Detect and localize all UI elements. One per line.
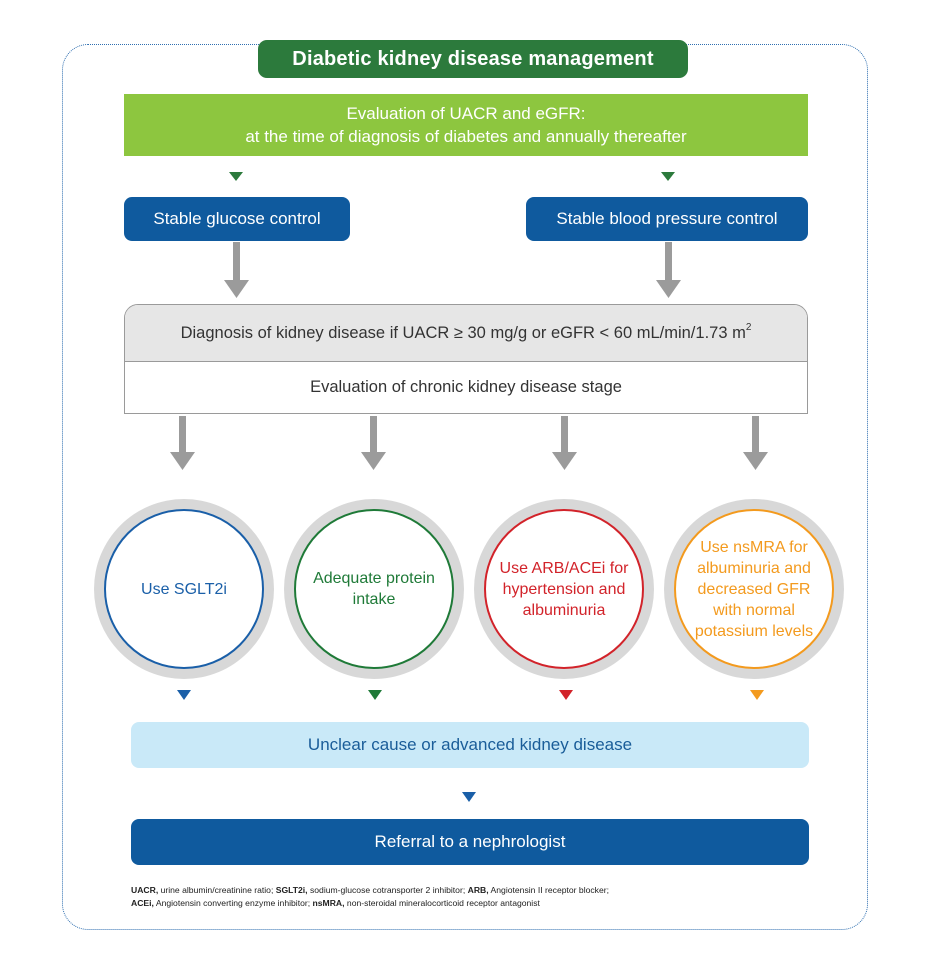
treatment-circle-sglt2i: Use SGLT2i	[94, 499, 274, 679]
footnote-def-nsmra: non-steroidal mineralocorticoid receptor…	[344, 898, 540, 908]
footnote-def-sglt2i: sodium-glucose cotransporter 2 inhibitor…	[307, 885, 468, 895]
gray-arrow-circle-4	[743, 416, 768, 470]
glucose-control-box: Stable glucose control	[124, 197, 350, 241]
gray-arrow-circle-3	[552, 416, 577, 470]
footnote-def-acei: Angiotensin converting enzyme inhibitor;	[153, 898, 313, 908]
diagram-title: Diabetic kidney disease management	[258, 40, 688, 78]
unclear-cause-box: Unclear cause or advanced kidney disease	[131, 722, 809, 768]
diagnosis-superscript: 2	[745, 321, 752, 333]
gray-arrow-left	[224, 242, 249, 298]
triangle-red-icon	[559, 690, 573, 700]
evaluation-line-1: Evaluation of UACR and eGFR:	[346, 104, 586, 123]
referral-box: Referral to a nephrologist	[131, 819, 809, 865]
diagnosis-text: Diagnosis of kidney disease if UACR ≥ 30…	[180, 323, 746, 342]
footnote-def-arb: Angiotensin II receptor blocker;	[488, 885, 610, 895]
treatment-circle-arb-acei: Use ARB/ACEi for hypertension and albumi…	[474, 499, 654, 679]
triangle-arrow-right-icon	[661, 172, 675, 181]
footnote-abbr-nsmra: nsMRA,	[312, 898, 345, 908]
gray-arrow-circle-1	[170, 416, 195, 470]
footnote: UACR, urine albumin/creatinine ratio; SG…	[131, 884, 831, 910]
evaluation-line-2: at the time of diagnosis of diabetes and…	[245, 127, 687, 146]
footnote-abbr-uacr: UACR,	[131, 885, 159, 895]
blood-pressure-control-box: Stable blood pressure control	[526, 197, 808, 241]
treatment-label-arb-acei: Use ARB/ACEi for hypertension and albumi…	[484, 509, 644, 669]
footnote-def-uacr: urine albumin/creatinine ratio;	[158, 885, 276, 895]
triangle-green-icon	[368, 690, 382, 700]
gray-arrow-circle-2	[361, 416, 386, 470]
treatment-label-sglt2i: Use SGLT2i	[104, 509, 264, 669]
footnote-abbr-acei: ACEi,	[131, 898, 154, 908]
footnote-abbr-sglt2i: SGLT2i,	[275, 885, 308, 895]
treatment-circle-nsmra: Use nsMRA for albuminuria and decreased …	[664, 499, 844, 679]
ckd-stage-evaluation: Evaluation of chronic kidney disease sta…	[310, 378, 622, 396]
evaluation-box: Evaluation of UACR and eGFR: at the time…	[124, 94, 808, 156]
triangle-blue-icon	[177, 690, 191, 700]
diagnosis-criteria: Diagnosis of kidney disease if UACR ≥ 30…	[125, 305, 807, 362]
treatment-label-protein: Adequate protein intake	[294, 509, 454, 669]
triangle-referral-icon	[462, 792, 476, 802]
triangle-orange-icon	[750, 690, 764, 700]
triangle-arrow-left-icon	[229, 172, 243, 181]
gray-arrow-right	[656, 242, 681, 298]
treatment-circle-protein: Adequate protein intake	[284, 499, 464, 679]
diagnosis-box: Diagnosis of kidney disease if UACR ≥ 30…	[124, 304, 808, 414]
footnote-abbr-arb: ARB,	[467, 885, 489, 895]
treatment-label-nsmra: Use nsMRA for albuminuria and decreased …	[674, 509, 834, 669]
